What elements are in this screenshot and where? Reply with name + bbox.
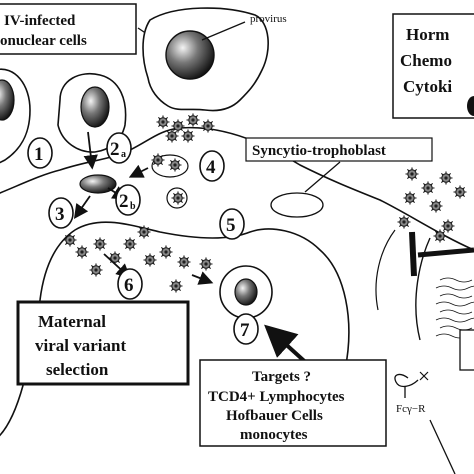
infected-cells-label-line1: IV-infected xyxy=(4,13,76,29)
maternal-selection-line1: Maternal xyxy=(38,312,106,331)
step-3-number: 3 xyxy=(55,204,65,225)
wavy-tissue-pattern xyxy=(435,277,474,339)
step-6: 6 xyxy=(117,268,143,300)
target-cell xyxy=(219,265,273,319)
step-3: 3 xyxy=(48,197,74,229)
chemokines-label: Chemo xyxy=(400,51,452,70)
targets-item-3: monocytes xyxy=(240,427,308,443)
infected-cells-label-box: IV-infected onuclear cells xyxy=(0,3,137,55)
syncytiotrophoblast-label-box: Syncytio-trophoblast xyxy=(245,137,433,162)
targets-title: Targets ? xyxy=(252,369,311,385)
step-1: 1 xyxy=(27,137,53,169)
step-4: 4 xyxy=(199,150,225,182)
vesicle xyxy=(166,187,188,209)
syncytiotrophoblast-label: Syncytio-trophoblast xyxy=(252,143,386,159)
transcytosing-cell xyxy=(79,174,117,194)
step-7: 7 xyxy=(233,313,259,345)
trophoblast-nucleus xyxy=(270,192,324,218)
hormones-label: Horm xyxy=(406,25,449,44)
provirus-nucleus xyxy=(165,30,215,80)
step-2b-sub: b xyxy=(130,201,136,212)
step-4-number: 4 xyxy=(206,157,216,178)
step-2b: 2 b xyxy=(115,184,141,216)
provirus-pointer xyxy=(201,21,246,41)
cytokines-label: Cytoki xyxy=(403,77,452,96)
syncytiotrophoblast-inner xyxy=(0,221,381,437)
step-2b-number: 2 xyxy=(119,191,129,212)
inhibition-arrow xyxy=(409,231,474,277)
step-2a-number: 2 xyxy=(110,139,120,160)
step-6-number: 6 xyxy=(124,275,134,296)
fc-gamma-receptor: Fcγ−R xyxy=(394,371,429,415)
targets-item-1: TCD4+ Lymphocytes xyxy=(208,389,345,405)
step-5-number: 5 xyxy=(226,215,236,236)
step-5: 5 xyxy=(219,208,245,240)
targets-box: Targets ? TCD4+ Lymphocytes Hofbauer Cel… xyxy=(199,359,387,447)
maternal-selection-line3: selection xyxy=(46,360,109,379)
maternal-selection-line2: viral variant xyxy=(35,336,126,355)
step-2a: 2 a xyxy=(106,132,132,164)
hormones-label-box: Horm Chemo Cytoki xyxy=(392,13,474,119)
infected-cells-label-line2: onuclear cells xyxy=(0,33,87,49)
endosome-vesicle xyxy=(151,154,189,178)
provirus-label: provirus xyxy=(250,13,287,25)
step-7-number: 7 xyxy=(240,320,250,341)
targets-item-2: Hofbauer Cells xyxy=(226,408,323,424)
fc-gamma-receptor-label: Fcγ−R xyxy=(396,403,426,415)
step-1-number: 1 xyxy=(34,144,44,165)
step-2a-sub: a xyxy=(121,149,126,160)
process-arrows xyxy=(73,131,214,285)
maternal-selection-box: Maternal viral variant selection xyxy=(16,300,190,386)
